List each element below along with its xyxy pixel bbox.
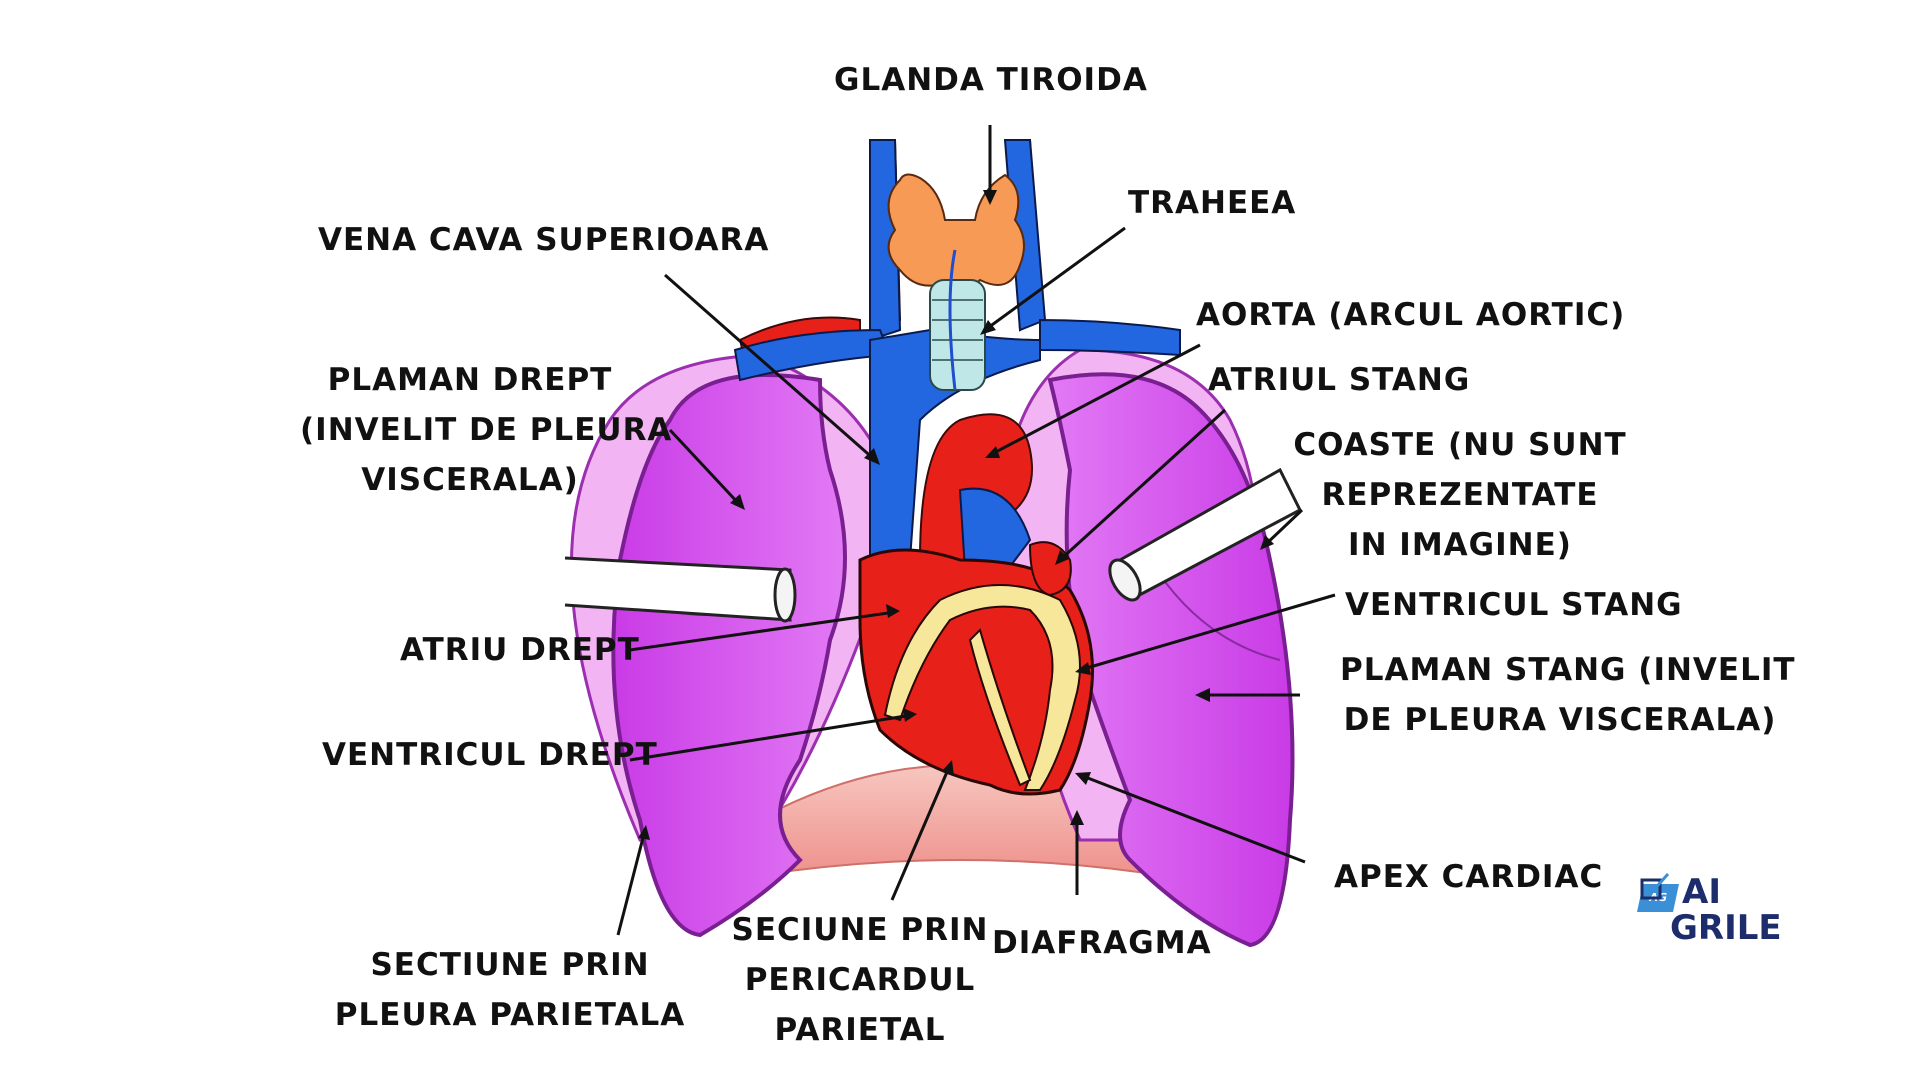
leader-traheea	[984, 226, 1126, 332]
leader-atriul-stang	[1058, 408, 1227, 562]
arrow-aorta	[985, 446, 1000, 458]
ai-grile-logo: AG AI GRILE	[1637, 872, 1782, 952]
label-glanda-tiroida: GLANDA TIROIDA	[834, 62, 1148, 98]
leader-coaste	[1263, 508, 1304, 547]
rib-left	[1119, 467, 1302, 602]
leader-seciune-pericard	[890, 764, 952, 901]
arrow-plaman-drept	[730, 494, 745, 510]
logo-check-icon	[1640, 872, 1670, 900]
label-atriu-drept: ATRIU DREPT	[400, 632, 640, 668]
arrow-vena-cava	[864, 448, 880, 465]
label-aorta: AORTA (ARCUL AORTIC)	[1196, 297, 1626, 333]
label-vena-cava-superioara: VENA CAVA SUPERIOARA	[318, 222, 770, 258]
arrow-atriul-stang	[1055, 550, 1069, 565]
leader-plaman-drept	[668, 428, 742, 507]
arrow-ventricul-stang	[1075, 662, 1091, 675]
label-apex-cardiac: APEX CARDIAC	[1334, 859, 1604, 895]
arrow-coaste	[1260, 535, 1274, 550]
label-coaste: COASTE (NU SUNT REPREZENTATE IN IMAGINE)	[1293, 427, 1627, 563]
logo-ai-text: AI	[1682, 872, 1721, 912]
arrow-ventricul-drept	[903, 708, 917, 722]
arrow-seciune-pericard	[942, 760, 954, 776]
label-diafragma: DIAFRAGMA	[992, 925, 1212, 961]
label-seciune-pericard: SECIUNE PRIN PERICARDUL PARIETAL	[731, 912, 989, 1048]
coronary-fat-2	[968, 628, 1032, 787]
arrow-atriu-drept	[886, 604, 900, 618]
label-ventricul-stang: VENTRICUL STANG	[1345, 587, 1683, 623]
leader-aorta	[989, 343, 1201, 457]
leader-atriu-drept	[629, 610, 896, 652]
logo-grile-text: GRILE	[1670, 908, 1782, 948]
leader-vena-cava	[664, 273, 876, 462]
rib-right-cut	[773, 567, 797, 623]
label-atriul-stang: ATRIUL STANG	[1208, 362, 1471, 398]
label-sectiune-pleura: SECTIUNE PRIN PLEURA PARIETALA	[334, 947, 686, 1033]
arrow-sectiune-pleura	[638, 825, 650, 840]
right-lung	[611, 373, 847, 938]
leader-sectiune-pleura	[616, 829, 647, 936]
pulmonary-trunk	[958, 487, 1032, 582]
arrow-glanda-tiroida	[983, 190, 997, 205]
leader-apex-cardiac	[1079, 773, 1306, 864]
label-traheea: TRAHEEA	[1128, 185, 1297, 221]
leader-ventricul-drept	[629, 713, 913, 762]
trachea	[929, 249, 986, 391]
arrow-diafragma	[1070, 810, 1084, 825]
label-ventricul-drept: VENTRICUL DREPT	[322, 737, 658, 773]
arrow-plaman-stang	[1195, 688, 1210, 702]
rib-left-cut	[1108, 558, 1142, 602]
arrow-apex-cardiac	[1075, 772, 1091, 785]
label-plaman-drept: PLAMAN DREPT (INVELIT DE PLEURA VISCERAL…	[300, 362, 673, 498]
label-plaman-stang: PLAMAN STANG (INVELIT DE PLEURA VISCERAL…	[1340, 652, 1796, 738]
leader-ventricul-stang	[1079, 593, 1336, 672]
coronary-fat	[883, 584, 1081, 791]
arrow-traheea	[980, 320, 996, 335]
